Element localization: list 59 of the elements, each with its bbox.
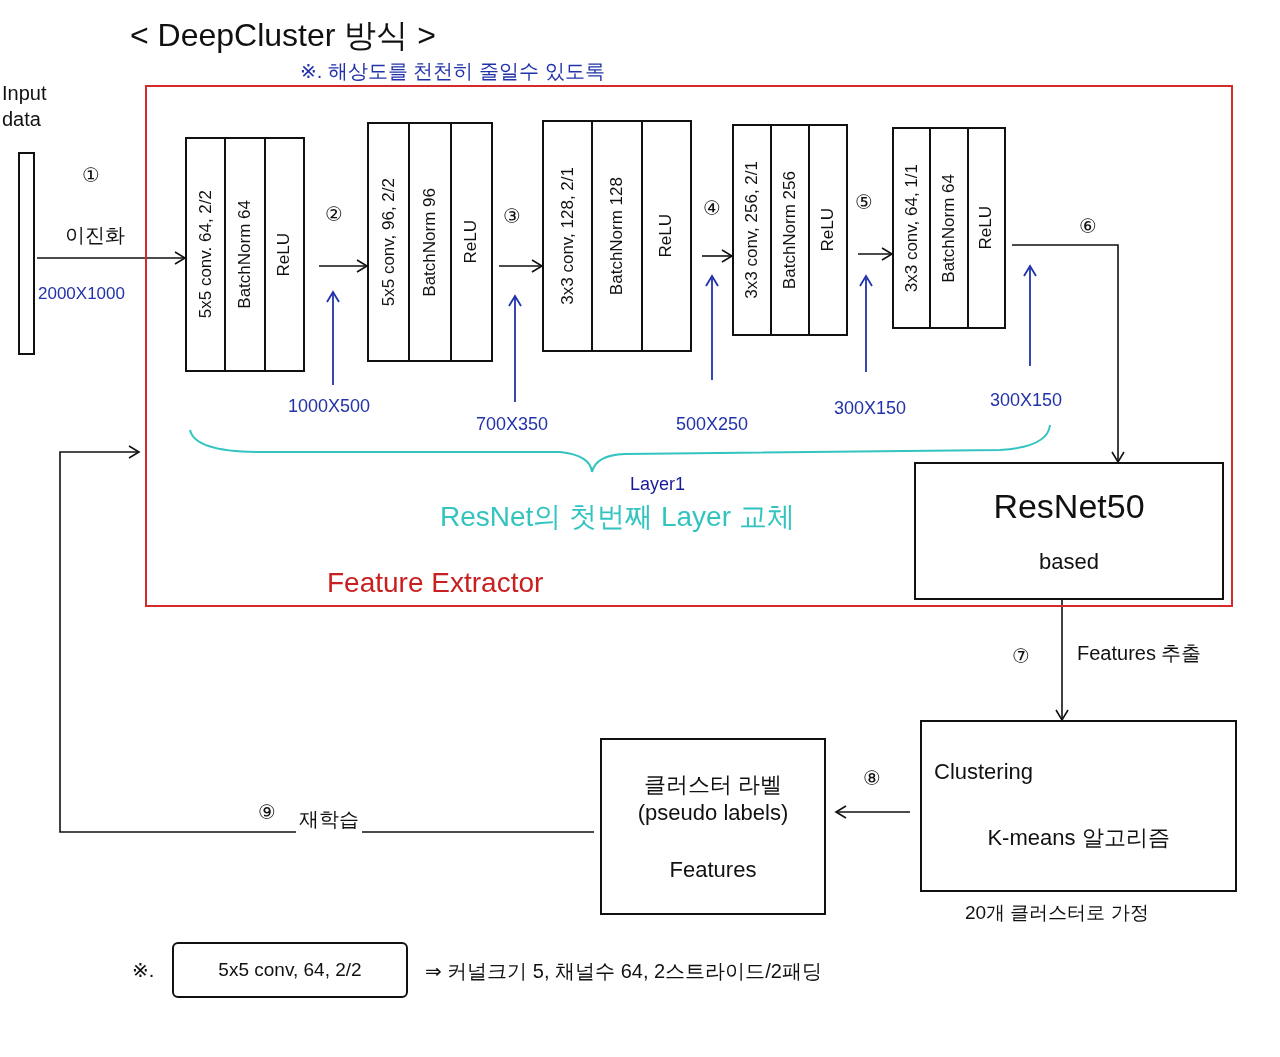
resnet-box	[914, 462, 1224, 600]
arrow	[36, 251, 186, 265]
layer-label: BatchNorm 128	[607, 176, 627, 296]
layer-block	[732, 124, 848, 336]
note-mark: ※.	[132, 958, 155, 982]
node-caption: 20개 클러스터로 가정	[965, 901, 1149, 925]
layer-label: ReLU	[461, 220, 482, 264]
layer-label: ReLU	[818, 208, 838, 252]
size-label: 1000X500	[288, 396, 371, 417]
arrow	[59, 445, 595, 833]
layer-label: BatchNorm 96	[420, 187, 440, 297]
layer-block	[892, 127, 1006, 329]
layer-name: Layer1	[630, 474, 686, 495]
step-number: ⑦	[1012, 644, 1030, 668]
size-label: 300X150	[834, 398, 907, 419]
note-text: ※. 해상도를 천천히 줄일수 있도록	[300, 59, 605, 84]
size-label: 300X150	[990, 390, 1063, 411]
layer-note: ResNet의 첫번째 Layer 교체	[440, 500, 795, 534]
note-text: ⇒ 커널크기 5, 채널수 64, 2스트라이드/2패딩	[425, 959, 822, 984]
clustering-box	[920, 720, 1237, 892]
size-label: 500X250	[676, 414, 749, 435]
arrow	[318, 259, 368, 273]
arrow	[498, 259, 543, 273]
box-heading: 5x5 conv, 64, 2/2	[217, 959, 363, 981]
arrow	[857, 247, 893, 261]
arrow	[835, 805, 911, 819]
layer-label: ReLU	[274, 232, 295, 277]
diagram-title: < DeepCluster 방식 >	[130, 16, 436, 55]
example-box	[172, 942, 408, 998]
step-number: ①	[82, 163, 100, 187]
arrow	[1011, 244, 1125, 463]
layer-label: 5x5 conv. 64, 2/2	[195, 190, 216, 319]
pseudo-label-box	[600, 738, 826, 915]
arrow	[701, 249, 733, 263]
layer-block	[185, 137, 305, 372]
input-label: Input data	[2, 81, 48, 132]
box-text: Features	[668, 856, 758, 883]
layer-label: ReLU	[656, 214, 677, 258]
size-label: 700X350	[476, 414, 549, 435]
arrow	[1055, 599, 1069, 721]
box-heading: Clustering	[933, 759, 1035, 786]
layer-block	[542, 120, 692, 352]
feature-extractor-frame	[145, 85, 1233, 607]
layer-label: 3x3 conv, 128, 2/1	[557, 167, 578, 305]
layer-label: ReLU	[976, 206, 997, 250]
layer-label: 5x5 conv, 96, 2/2	[378, 177, 399, 307]
box-text: based	[1038, 549, 1100, 575]
box-heading: 클러스터 라벨 (pseudo labels)	[636, 771, 790, 827]
size-label: 2000X1000	[38, 284, 125, 304]
frame-title: Feature Extractor	[327, 567, 544, 599]
step-number: ⑨	[258, 800, 276, 824]
box-heading: ResNet50	[992, 487, 1146, 526]
layer-label: BatchNorm 64	[939, 173, 959, 283]
box-text: K-means 알고리즘	[986, 823, 1171, 852]
layer-label: 3x3 conv, 64, 1/1	[901, 163, 922, 293]
layer-label: BatchNorm 64	[235, 200, 255, 309]
layer-block	[367, 122, 493, 362]
layer-label: 3x3 conv, 256, 2/1	[742, 161, 762, 299]
layer-label: BatchNorm 256	[780, 170, 800, 290]
